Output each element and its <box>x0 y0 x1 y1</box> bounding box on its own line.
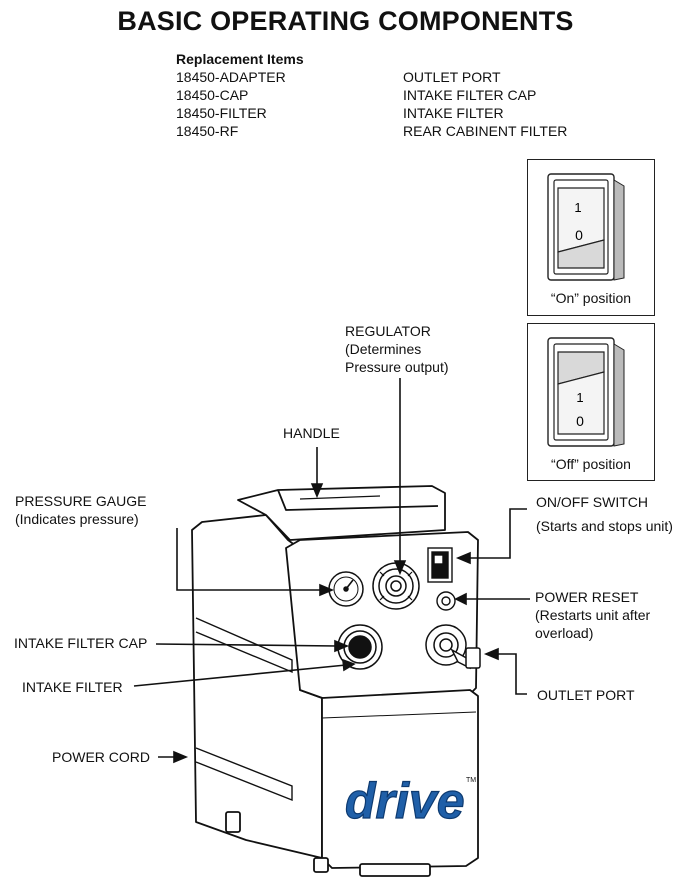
pressure-gauge-label: PRESSURE GAUGE (Indicates pressure) <box>15 492 146 528</box>
switch-on-detail: 1 0 “On” position <box>527 159 655 316</box>
intake-filter-label: INTAKE FILTER <box>22 679 123 695</box>
cabinet-side <box>191 514 323 859</box>
outlet-port-label: OUTLET PORT <box>537 687 635 703</box>
power-reset-desc-1: (Restarts unit after <box>535 607 651 623</box>
regulator-desc-1: (Determines <box>345 341 422 357</box>
power-reset-title: POWER RESET <box>535 589 639 605</box>
power-cord-label: POWER CORD <box>52 749 150 765</box>
replacement-code: 18450-CAP <box>176 87 249 103</box>
switch-on-mark-one: 1 <box>574 200 581 215</box>
regulator-desc-2: Pressure output) <box>345 359 449 375</box>
power-reset-label: POWER RESET (Restarts unit after overloa… <box>535 588 650 642</box>
replacement-name: REAR CABINENT FILTER <box>403 123 568 139</box>
on-off-switch-label: ON/OFF SWITCH (Starts and stops unit) <box>536 493 673 535</box>
switch-on-icon: 1 0 <box>547 173 625 281</box>
switch-off-icon: 1 0 <box>547 337 625 447</box>
on-position-caption: “On” position <box>550 290 632 306</box>
switch-off-mark-zero: 0 <box>576 413 584 429</box>
replacement-heading: Replacement Items <box>176 51 304 67</box>
replacement-name: OUTLET PORT <box>403 69 501 85</box>
handle-label: HANDLE <box>283 425 340 441</box>
on-off-switch-desc: (Starts and stops unit) <box>536 518 673 534</box>
replacement-names: OUTLET PORT INTAKE FILTER CAP INTAKE FIL… <box>403 68 567 140</box>
switch-off-mark-one: 1 <box>576 390 583 405</box>
replacement-code: 18450-FILTER <box>176 105 267 121</box>
front-panel <box>285 531 479 701</box>
trademark-mark: TM <box>466 777 476 784</box>
pressure-gauge-desc: (Indicates pressure) <box>15 511 139 527</box>
replacement-name: INTAKE FILTER CAP <box>403 87 537 103</box>
handle <box>237 485 446 541</box>
brand-logo: drive <box>345 773 465 829</box>
replacement-code: 18450-ADAPTER <box>176 69 286 85</box>
switch-on-mark-zero: 0 <box>575 227 583 243</box>
on-off-switch-title: ON/OFF SWITCH <box>536 494 648 510</box>
lower-front <box>321 689 479 869</box>
switch-off-detail: 1 0 “Off” position <box>527 323 655 481</box>
replacement-codes: 18450-ADAPTER 18450-CAP 18450-FILTER 184… <box>176 68 286 140</box>
replacement-name: INTAKE FILTER <box>403 105 504 121</box>
pressure-gauge-title: PRESSURE GAUGE <box>15 493 147 509</box>
replacement-code: 18450-RF <box>176 123 239 139</box>
page-title: BASIC OPERATING COMPONENTS <box>117 6 574 36</box>
power-reset-desc-2: overload) <box>535 625 594 641</box>
regulator-title: REGULATOR <box>345 323 431 339</box>
intake-filter-cap-label: INTAKE FILTER CAP <box>14 635 148 651</box>
off-position-caption: “Off” position <box>551 456 631 472</box>
regulator-label: REGULATOR (Determines Pressure output) <box>345 322 449 376</box>
